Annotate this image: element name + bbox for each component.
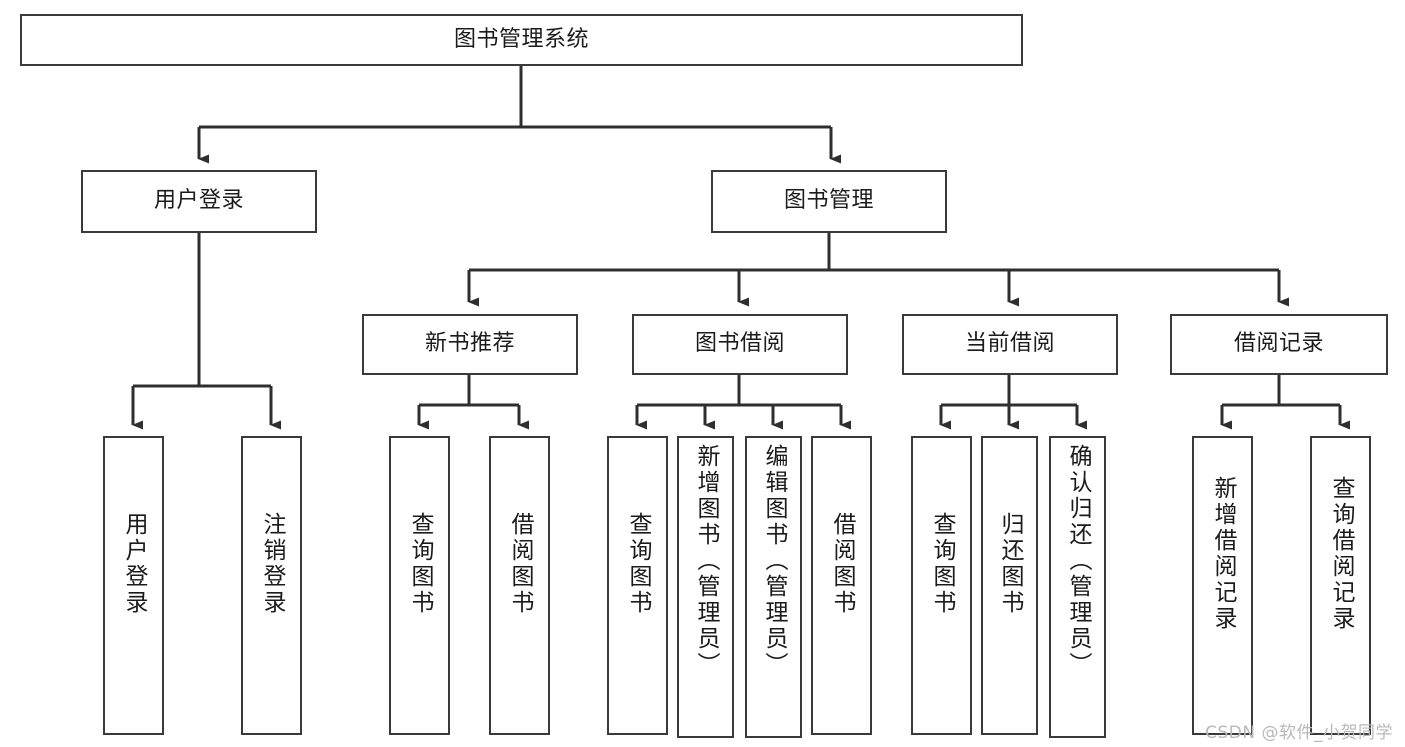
node-new-book-recommend-label: 新书推荐	[424, 331, 515, 357]
node-current-borrow[interactable]: 当前借阅	[902, 314, 1118, 375]
node-leaf-borrow-book-2-label: 借阅图书	[829, 512, 855, 616]
node-book-manage-label: 图书管理	[783, 188, 874, 214]
node-leaf-user-login[interactable]: 用户登录	[103, 436, 164, 735]
node-leaf-edit-book[interactable]: 编辑图书（管理员）	[745, 436, 802, 738]
node-leaf-query-book-2[interactable]: 查询图书	[607, 436, 668, 735]
node-leaf-query-record[interactable]: 查询借阅记录	[1310, 436, 1371, 735]
node-leaf-logout[interactable]: 注销登录	[241, 436, 302, 735]
node-leaf-add-book-label: 新增图书（管理员）	[693, 444, 719, 678]
node-borrow-record[interactable]: 借阅记录	[1170, 314, 1388, 375]
node-borrow-record-label: 借阅记录	[1233, 331, 1324, 357]
node-root[interactable]: 图书管理系统	[20, 14, 1023, 66]
node-leaf-confirm-return-label: 确认归还（管理员）	[1065, 444, 1091, 678]
node-book-borrow[interactable]: 图书借阅	[632, 314, 848, 375]
node-leaf-query-book-1[interactable]: 查询图书	[389, 436, 450, 735]
node-leaf-return-book-label: 归还图书	[997, 512, 1023, 616]
node-user-login-label: 用户登录	[153, 188, 244, 214]
node-leaf-add-book[interactable]: 新增图书（管理员）	[677, 436, 734, 738]
node-leaf-borrow-book-1[interactable]: 借阅图书	[489, 436, 550, 735]
node-leaf-return-book[interactable]: 归还图书	[981, 436, 1038, 735]
node-leaf-query-book-3-label: 查询图书	[929, 512, 955, 616]
node-leaf-add-record[interactable]: 新增借阅记录	[1192, 436, 1253, 735]
node-leaf-logout-label: 注销登录	[259, 512, 285, 616]
node-book-borrow-label: 图书借阅	[694, 331, 785, 357]
node-leaf-query-book-3[interactable]: 查询图书	[911, 436, 972, 735]
node-book-manage[interactable]: 图书管理	[711, 170, 947, 233]
node-root-label: 图书管理系统	[453, 26, 589, 52]
node-leaf-confirm-return[interactable]: 确认归还（管理员）	[1049, 436, 1106, 738]
node-leaf-borrow-book-1-label: 借阅图书	[507, 512, 533, 616]
node-leaf-borrow-book-2[interactable]: 借阅图书	[811, 436, 872, 735]
node-user-login[interactable]: 用户登录	[81, 170, 317, 233]
node-leaf-query-book-2-label: 查询图书	[625, 512, 651, 616]
node-new-book-recommend[interactable]: 新书推荐	[362, 314, 578, 375]
node-current-borrow-label: 当前借阅	[964, 331, 1055, 357]
node-leaf-query-book-1-label: 查询图书	[407, 512, 433, 616]
node-leaf-edit-book-label: 编辑图书（管理员）	[761, 444, 787, 678]
node-leaf-add-record-label: 新增借阅记录	[1210, 476, 1236, 632]
node-leaf-query-record-label: 查询借阅记录	[1328, 476, 1354, 632]
node-leaf-user-login-label: 用户登录	[121, 512, 147, 616]
